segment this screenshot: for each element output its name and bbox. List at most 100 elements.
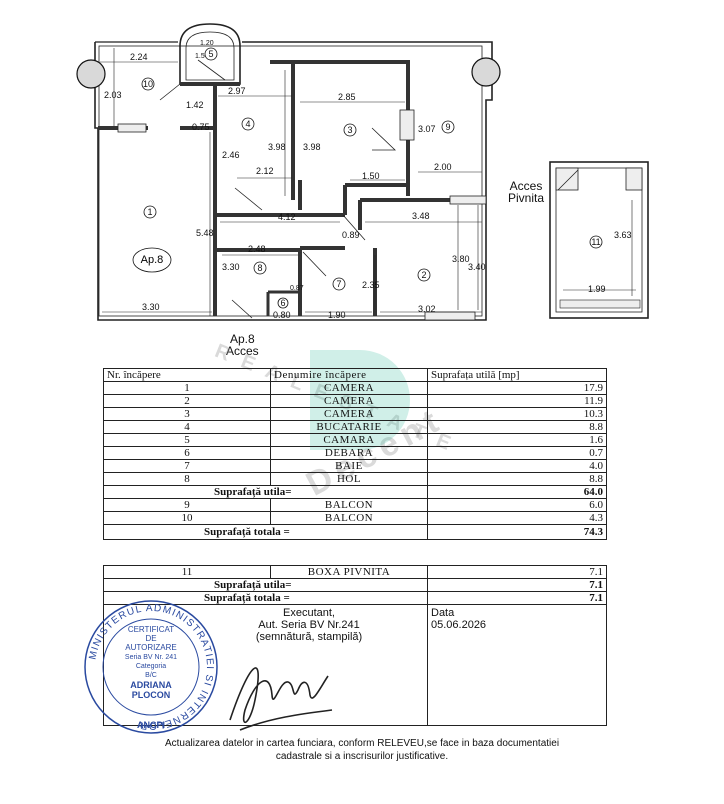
stamp-line: CERTIFICAT — [128, 625, 174, 634]
dim-text: 4.12 — [278, 212, 296, 222]
room-number: 8 — [103, 472, 271, 486]
room-area: 17.9 — [427, 381, 607, 395]
total-area-label: Suprafață totala = — [103, 591, 428, 605]
room-number-2: 2 — [421, 270, 426, 280]
useful-area-row: Suprafață utila= 64.0 — [103, 485, 607, 499]
room-number-6: 6 — [280, 298, 285, 308]
dim-text: 0.80 — [273, 310, 291, 320]
signature-row: Executant, Aut. Seria BV Nr.241 (semnătu… — [103, 604, 607, 726]
dim-text: 3.48 — [412, 211, 430, 221]
date-value: 05.06.2026 — [431, 619, 487, 631]
useful-area-label: Suprafață utila= — [103, 578, 428, 592]
room-name: CAMARA — [270, 433, 428, 447]
room-number: 11 — [103, 565, 271, 579]
dim-text: 0.75 — [192, 122, 210, 132]
header-room-name: Denumire încăpere — [270, 368, 428, 382]
rooms-table: Nr. încăpere Denumire încăpere Suprafața… — [103, 368, 607, 540]
dim-text: 1.20 — [200, 40, 214, 47]
stamp-line: Seria BV Nr. 241 — [125, 654, 177, 661]
total-area-row: Suprafață totala = 74.3 — [103, 524, 607, 540]
dim-text: 3.98 — [303, 142, 321, 152]
dim-text: 3.80 — [452, 254, 470, 264]
dim-text: 3.98 — [268, 142, 286, 152]
room-number-3: 3 — [347, 125, 352, 135]
room-number-10: 10 — [143, 79, 153, 89]
stamp-line: ADRIANA — [130, 680, 172, 690]
room-number-5: 5 — [208, 49, 213, 59]
room-number: 3 — [103, 407, 271, 421]
room-name: BAIE — [270, 459, 428, 473]
room-number: 1 — [103, 381, 271, 395]
executant-cell: Executant, Aut. Seria BV Nr.241 (semnătu… — [103, 604, 428, 726]
dim-text: 3.30 — [222, 262, 240, 272]
room-number-8: 8 — [257, 263, 262, 273]
dim-text: 2.48 — [248, 244, 266, 254]
footer-line-2: cadastrale si a inscrisurilor justificat… — [275, 751, 449, 762]
room-area: 4.3 — [427, 511, 607, 525]
room-name: BALCON — [270, 498, 428, 512]
stamp-line: B/C — [145, 672, 157, 679]
apartment-label: Ap.8 — [141, 254, 164, 266]
basement-access-line2: Pivnita — [508, 191, 545, 205]
room-name: DEBARA — [270, 446, 428, 460]
dim-text: 3.02 — [418, 304, 436, 314]
header-room-number: Nr. încăpere — [103, 368, 271, 382]
room-number-7: 7 — [336, 279, 341, 289]
room-name: HOL — [270, 472, 428, 486]
useful-area-label: Suprafață utila= — [103, 485, 428, 499]
room-area: 8.8 — [427, 472, 607, 486]
room-area: 6.0 — [427, 498, 607, 512]
room-area: 0.7 — [427, 446, 607, 460]
table-row: 11 BOXA PIVNITA 7.1 — [103, 565, 607, 579]
dim-text: 3.07 — [418, 124, 436, 134]
basement-access-label: Acces Pivnita — [508, 180, 544, 204]
dim-text: 1.90 — [328, 310, 346, 320]
stamp-line: DE — [145, 634, 156, 643]
executant-label: Executant, — [283, 607, 335, 619]
total-area-label: Suprafață totala = — [103, 524, 428, 540]
dim-text: 2.97 — [228, 86, 246, 96]
dim-text: 2.24 — [130, 52, 148, 62]
room-number-11: 11 — [591, 237, 600, 247]
table-header-row: Nr. încăpere Denumire încăpere Suprafața… — [103, 368, 607, 382]
dim-text: 5.48 — [196, 228, 214, 238]
room-number: 7 — [103, 459, 271, 473]
room-name: CAMERA — [270, 407, 428, 421]
room-area: 4.0 — [427, 459, 607, 473]
entry-label: Ap.8 Acces — [226, 333, 259, 357]
authorization-stamp: MINISTERUL ADMINISTRATIEI SI INTERNELOR … — [84, 600, 218, 734]
entry-line1: Ap.8 — [230, 332, 255, 346]
room-number: 4 — [103, 420, 271, 434]
footer-line-1: Actualizarea datelor in cartea funciara,… — [164, 738, 560, 749]
room-name: BUCATARIE — [270, 420, 428, 434]
room-number: 6 — [103, 446, 271, 460]
room-area: 10.3 — [427, 407, 607, 421]
dim-text: 2.85 — [338, 92, 356, 102]
dim-text: 3.63 — [614, 230, 632, 240]
total-area-row: Suprafață totala = 7.1 — [103, 591, 607, 605]
room-name: CAMERA — [270, 394, 428, 408]
dim-text: 2.03 — [104, 90, 122, 100]
date-label: Data — [431, 607, 455, 619]
dim-text: 3.30 — [142, 302, 160, 312]
floor-plan: 2.24 1.20 1.57 2.03 2.97 1.42 0.75 2.85 … — [76, 23, 649, 321]
signature-note: (semnătură, stampilă) — [255, 631, 363, 643]
room-number-1: 1 — [147, 207, 152, 217]
stamp-line: PLOCON — [132, 690, 171, 700]
signature — [229, 667, 333, 731]
room-name: BALCON — [270, 511, 428, 525]
useful-area-value: 64.0 — [427, 485, 607, 499]
room-area: 1.6 — [427, 433, 607, 447]
entry-line2: Acces — [226, 344, 259, 358]
room-number: 5 — [103, 433, 271, 447]
dim-text: 1.57 — [195, 53, 209, 60]
stamp-line: Categoria — [136, 663, 166, 670]
